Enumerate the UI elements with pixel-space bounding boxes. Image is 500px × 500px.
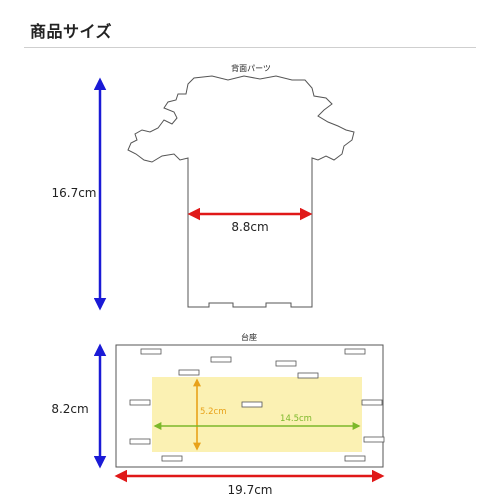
area-width-label: 14.5cm xyxy=(280,414,312,424)
base-slots xyxy=(129,348,385,462)
title-divider xyxy=(24,47,476,48)
page-title: 商品サイズ xyxy=(30,22,113,41)
slot xyxy=(344,348,366,355)
slot xyxy=(344,455,366,462)
slot xyxy=(129,438,151,445)
base-inner-area xyxy=(152,377,362,452)
slot xyxy=(129,399,151,406)
back-part-label: 背面パーツ xyxy=(231,63,271,73)
back-height-label: 16.7cm xyxy=(51,186,96,200)
back-part-outline xyxy=(127,75,355,308)
slot xyxy=(361,399,383,406)
slot xyxy=(297,372,319,379)
slot xyxy=(241,401,263,408)
slot xyxy=(161,455,183,462)
back-width-label: 8.8cm xyxy=(231,220,268,234)
base-height-label: 8.2cm xyxy=(51,402,88,416)
area-height-label: 5.2cm xyxy=(200,407,226,417)
base-width-label: 19.7cm xyxy=(227,483,272,497)
slot xyxy=(275,360,297,367)
base-part-label: 台座 xyxy=(241,332,257,342)
slot xyxy=(140,348,162,355)
slot xyxy=(178,369,200,376)
slot xyxy=(210,356,232,363)
slot xyxy=(363,436,385,443)
